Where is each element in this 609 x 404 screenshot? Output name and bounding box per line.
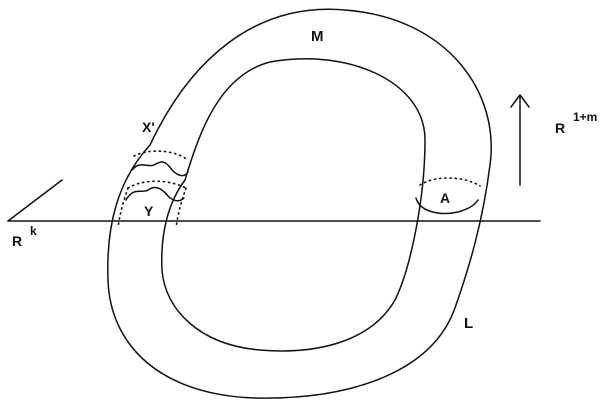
band-inner-boundary: [161, 58, 426, 352]
plane-depth-stroke: [7, 179, 63, 222]
label-Y: Y: [144, 203, 154, 219]
band-outer-boundary: [107, 8, 492, 399]
label-X-prime: X': [142, 119, 155, 135]
y-dotted-left-edge: [117, 187, 129, 229]
label-R-1plusm: R 1+m: [555, 110, 597, 136]
label-L: L: [464, 315, 473, 332]
svg-text:k: k: [30, 224, 37, 238]
svg-text:R: R: [12, 233, 22, 249]
a-dotted-curve: [419, 177, 481, 187]
y-dotted-curve: [127, 180, 187, 189]
a-boundary-curve: [415, 197, 479, 215]
y-dotted-right-edge: [175, 187, 187, 229]
label-A: A: [440, 190, 450, 206]
xprime-dotted-curve: [133, 150, 189, 161]
y-boundary-curve: [125, 186, 185, 202]
up-arrow-icon: [510, 94, 530, 186]
label-M: M: [311, 28, 324, 45]
label-R-k: R k: [12, 224, 37, 249]
svg-text:1+m: 1+m: [573, 110, 597, 124]
xprime-boundary-curve: [131, 161, 189, 177]
svg-text:R: R: [555, 120, 565, 136]
